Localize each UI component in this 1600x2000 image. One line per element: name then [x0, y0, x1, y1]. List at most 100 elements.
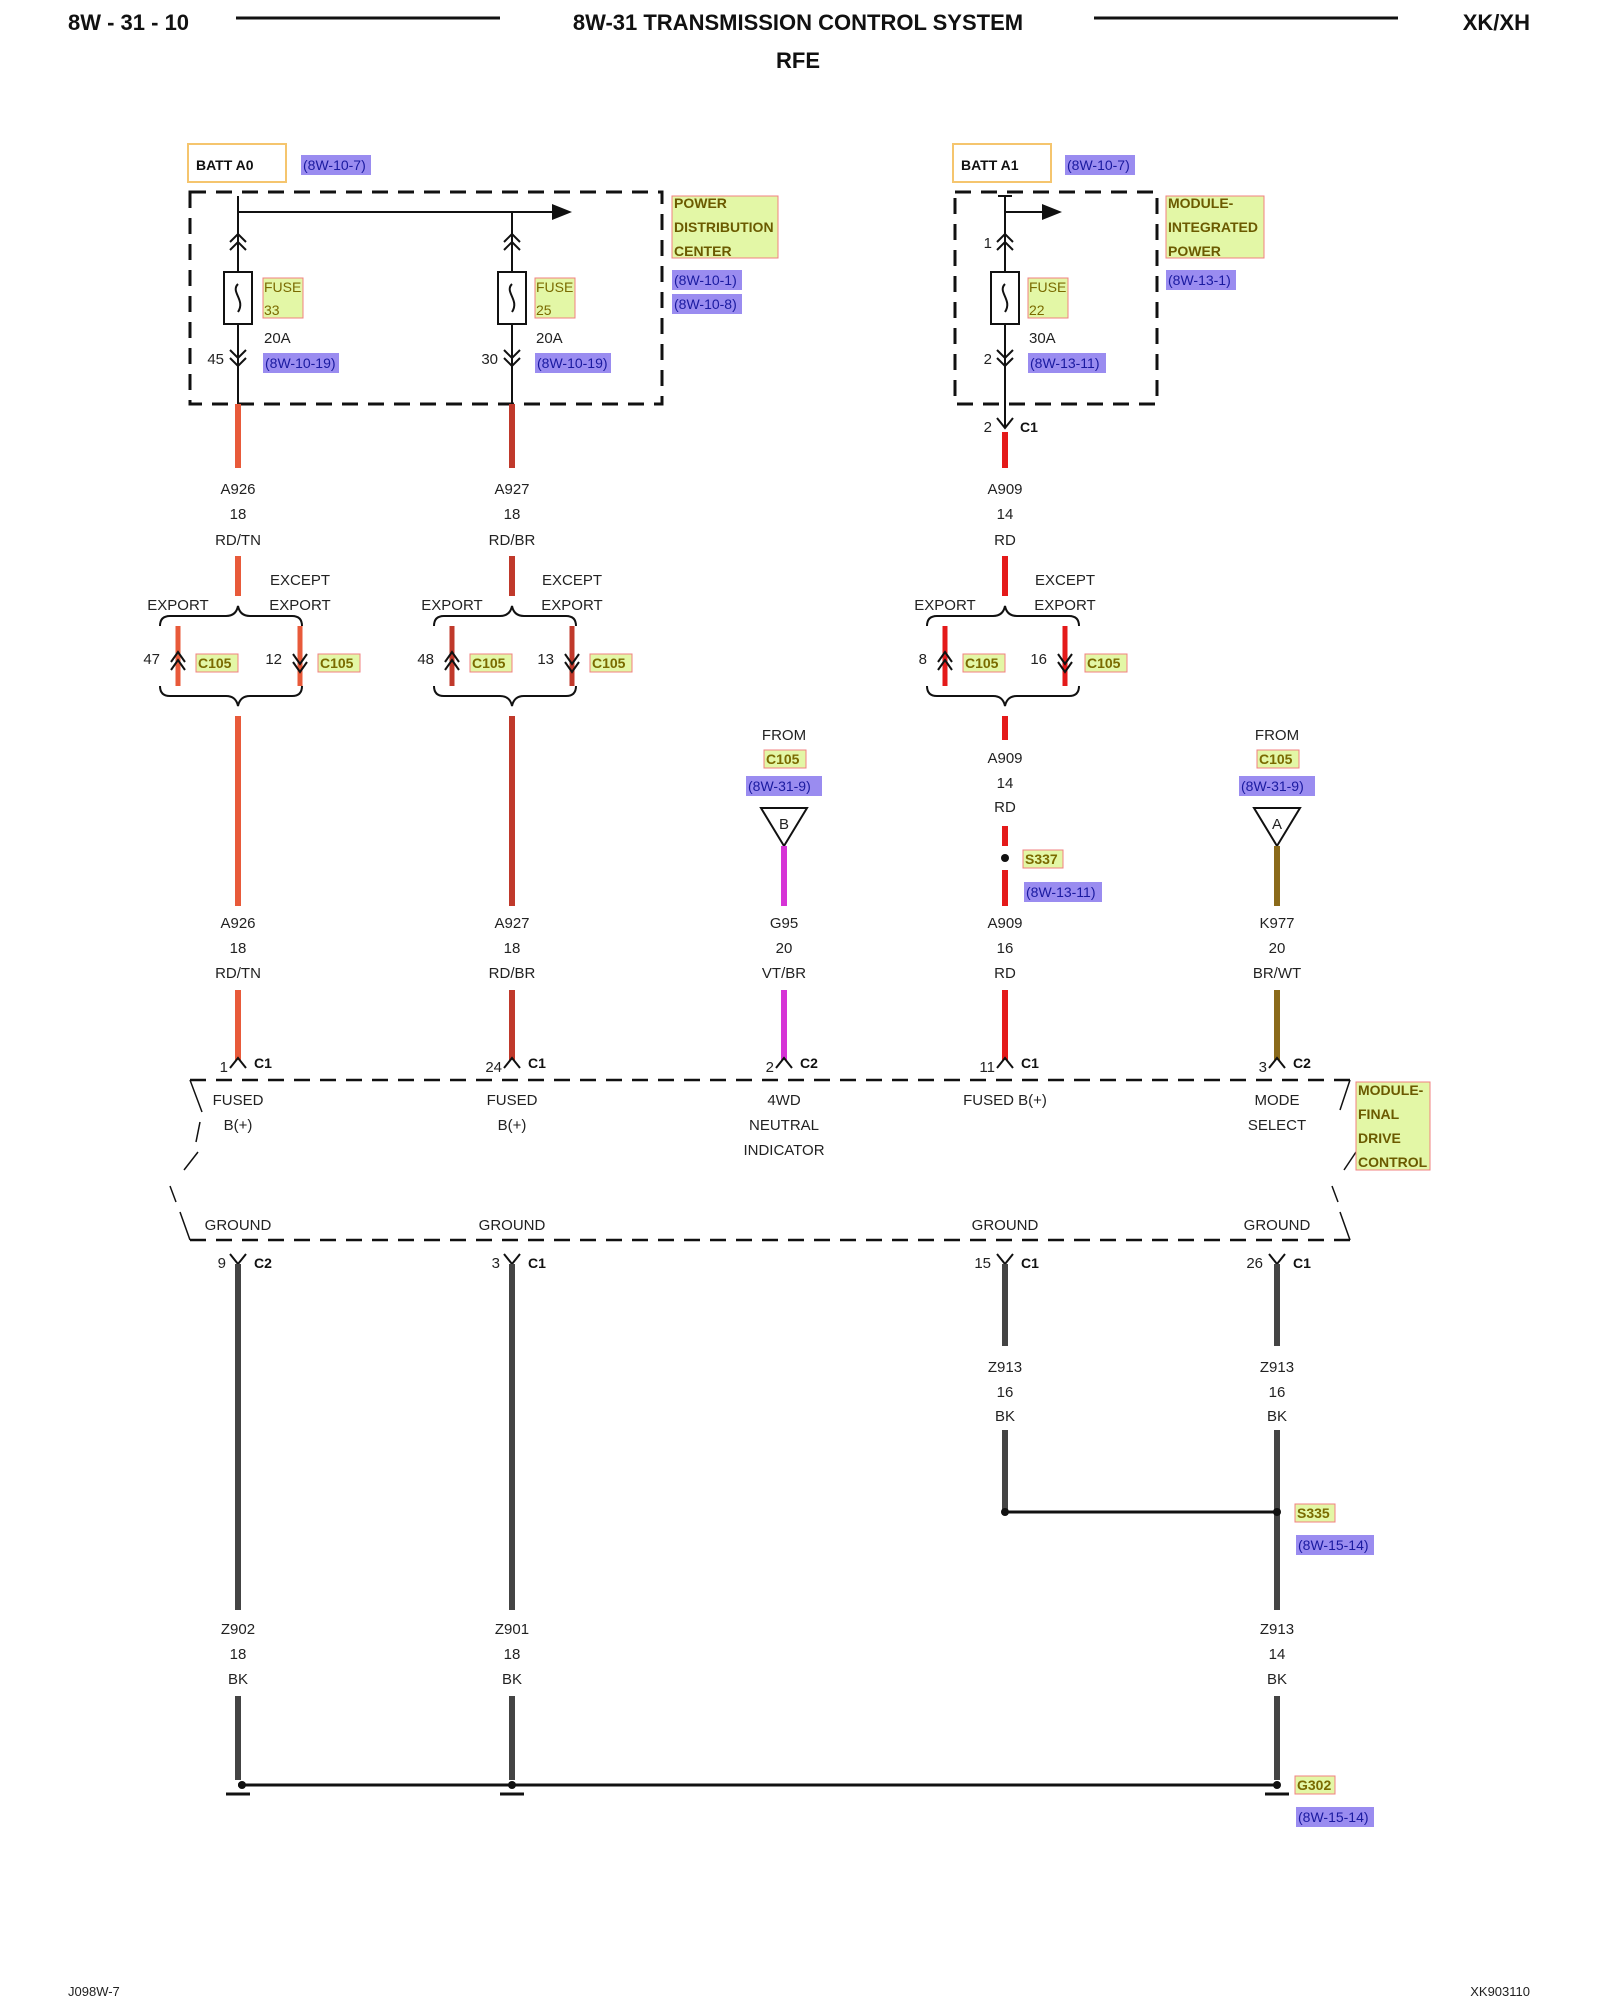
mip-name-line3: POWER: [1168, 243, 1221, 259]
from-ref-link[interactable]: (8W-31-9): [748, 778, 811, 794]
wire-label-a909-mid: A909 14 RD: [987, 750, 1022, 816]
fdcm-in2-func-2: B(+): [498, 1117, 527, 1134]
split-right-label-1: EXCEPT: [1035, 572, 1095, 589]
wire-color: BK: [1267, 1671, 1287, 1688]
mip-c1-pin: 2: [984, 419, 992, 436]
fuse25-label-bg: [534, 277, 576, 319]
fuse25-ref-link[interactable]: (8W-10-19): [537, 355, 608, 371]
wire-gauge: 16: [997, 1384, 1014, 1401]
ground-g302-label-bg: [1294, 1775, 1336, 1795]
splice-s337-label-bg: [1022, 849, 1064, 869]
splice-s337-ref-link[interactable]: (8W-13-11): [1026, 884, 1096, 900]
wire-label-a926-lower: A926 18 RD/TN: [215, 915, 261, 982]
split-left-label: EXPORT: [147, 597, 208, 614]
fdcm-gnd3-conn: C1: [1021, 1255, 1039, 1271]
wire-label-z913-c: Z913 14 BK: [1260, 1621, 1294, 1688]
fdcm-in1-conn: C1: [254, 1055, 272, 1071]
fdcm-boundary: [169, 1078, 1357, 1242]
fuse22-top-conn: [996, 232, 1014, 243]
splice-s335-dot-right: [1273, 1508, 1281, 1516]
export-split-a909: EXPORT EXCEPT EXPORT: [914, 572, 1096, 707]
footer-left-code: J098W-7: [68, 1984, 120, 1999]
fdcm-in5-func-2: SELECT: [1248, 1117, 1306, 1134]
fuse22-label-bg: [1027, 277, 1069, 319]
pdc-name-bg: [671, 195, 779, 259]
wire-circuit: Z902: [221, 1621, 255, 1638]
ground-symbols: [226, 1781, 1289, 1796]
batt-a0-ref-bg: [301, 155, 371, 175]
batt-a1-ref-link[interactable]: (8W-10-7): [1067, 157, 1130, 173]
splice-s335-ref-link[interactable]: (8W-15-14): [1298, 1537, 1369, 1553]
split3-left-conn: C105: [965, 655, 999, 671]
wire-label-z902: Z902 18 BK: [221, 1621, 255, 1688]
fuse-25: [497, 232, 527, 404]
pdc-bus-arrow: [552, 204, 572, 220]
fdcm-in3-pin: 2: [766, 1059, 774, 1076]
split-right-label-1: EXCEPT: [270, 572, 330, 589]
page-title: 8W-31 TRANSMISSION CONTROL SYSTEM: [573, 10, 1023, 35]
fdcm-in5-conn: C2: [1293, 1055, 1311, 1071]
batt-a1-ref-bg: [1065, 155, 1135, 175]
wire-gauge: 16: [997, 940, 1014, 957]
from-label: FROM: [762, 727, 806, 744]
split3-left-pin: 8: [919, 651, 927, 668]
fuse22-top-conn-2: [996, 240, 1014, 251]
split2-left-conn-bg: [469, 653, 513, 673]
mip-ref-bg: [1166, 270, 1236, 290]
wire-label-a909-lower: A909 16 RD: [987, 915, 1022, 982]
pdc-ref1-bg: [672, 270, 742, 290]
batt-a0-ref-link[interactable]: (8W-10-7): [303, 157, 366, 173]
wire-label-a926-upper: A926 18 RD/TN: [215, 481, 261, 549]
fuse22-ref-link[interactable]: (8W-13-11): [1030, 355, 1100, 371]
fdcm-in2-conn: C1: [528, 1055, 546, 1071]
fdcm-gnd1-conn: C2: [254, 1255, 272, 1271]
from-letter: A: [1272, 816, 1282, 833]
ground-g302-ref-link[interactable]: (8W-15-14): [1298, 1809, 1369, 1825]
split-right-label-2: EXPORT: [269, 597, 330, 614]
split-left-label: EXPORT: [421, 597, 482, 614]
fdcm-in3-func-3: INDICATOR: [743, 1142, 824, 1159]
fuse22-ref-bg: [1028, 353, 1106, 373]
fuse33-amps: 20A: [264, 330, 291, 347]
fdcm-in3-func-1: 4WD: [767, 1092, 801, 1109]
page-number: 8W - 31 - 10: [68, 10, 189, 35]
splice-s337-dot: [1001, 854, 1009, 862]
splice-s335-label: S335: [1297, 1505, 1330, 1521]
fdcm-in5-func-1: MODE: [1255, 1092, 1300, 1109]
fdcm-in2-func-1: FUSED: [487, 1092, 538, 1109]
wire-color: BK: [1267, 1408, 1287, 1425]
split1-left-conn-bg: [195, 653, 239, 673]
mip-name-bg: [1165, 195, 1265, 259]
ground-g302-label: G302: [1297, 1777, 1331, 1793]
wire-gauge: 18: [230, 1646, 247, 1663]
mip-ref-link[interactable]: (8W-13-1): [1168, 272, 1231, 288]
pdc-name-line3: CENTER: [674, 243, 732, 259]
from-ref-link[interactable]: (8W-31-9): [1241, 778, 1304, 794]
wire-color: BK: [228, 1671, 248, 1688]
fuse33-ref-link[interactable]: (8W-10-19): [265, 355, 336, 371]
fdcm-gnd2-conn: C1: [528, 1255, 546, 1271]
from-label: FROM: [1255, 727, 1299, 744]
fdcm-in5-pin: 3: [1259, 1059, 1267, 1076]
export-split-a927: EXPORT EXCEPT EXPORT: [421, 572, 603, 707]
split2-left-pin: 48: [417, 651, 434, 668]
fuse22-amps: 30A: [1029, 330, 1056, 347]
pdc-ref2-link[interactable]: (8W-10-8): [674, 296, 737, 312]
split1-left-pin: 47: [143, 651, 160, 668]
fdcm-gnd2-pin: 3: [492, 1255, 500, 1272]
fdcm-in3-conn: C2: [800, 1055, 818, 1071]
fuse22-number: 22: [1029, 302, 1045, 318]
wire-circuit: A909: [987, 481, 1022, 498]
pdc-ref2-bg: [672, 294, 742, 314]
split1-right-pin: 12: [265, 651, 282, 668]
split2-right-conn: C105: [592, 655, 626, 671]
fdcm-in3-func-2: NEUTRAL: [749, 1117, 819, 1134]
split2-left-conn: C105: [472, 655, 506, 671]
split3-right-pin: 16: [1030, 651, 1047, 668]
wire-color: BR/WT: [1253, 965, 1301, 982]
split-right-label-1: EXCEPT: [542, 572, 602, 589]
wire-circuit: Z913: [1260, 1359, 1294, 1376]
fuse25-number: 25: [536, 302, 552, 318]
pdc-ref1-link[interactable]: (8W-10-1): [674, 272, 737, 288]
